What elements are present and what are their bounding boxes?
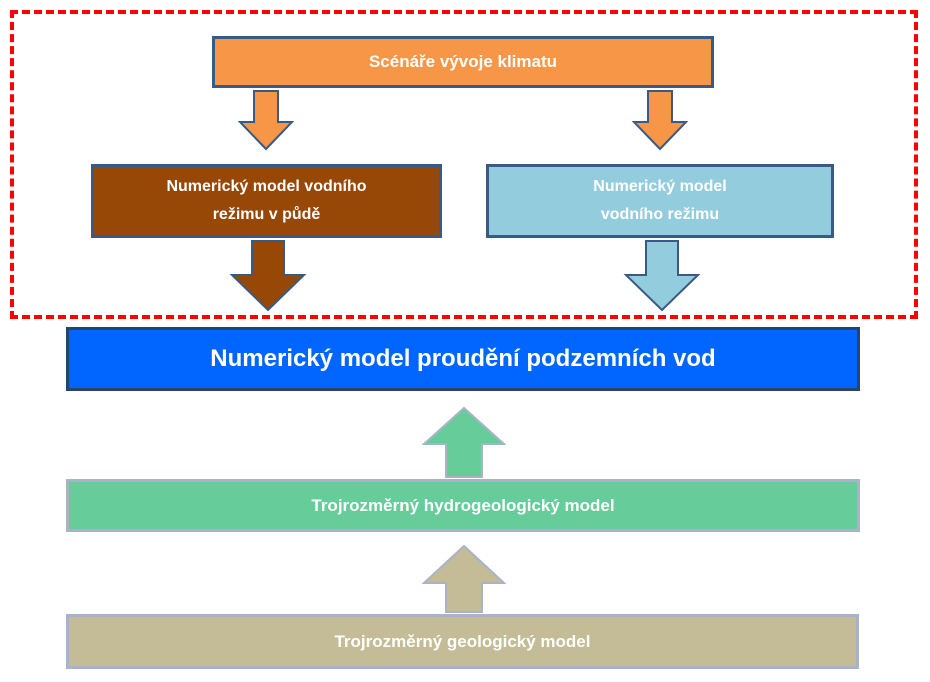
arrow-down-soil-to-groundwater-icon	[229, 240, 307, 312]
climate-scenarios-box: Scénáře vývoje klimatu	[212, 36, 714, 88]
climate-scenarios-label: Scénáře vývoje klimatu	[368, 52, 558, 71]
arrow-down-water-to-groundwater-icon	[623, 240, 701, 312]
hydrogeological-model-label: Trojrozměrný hydrogeologický model	[311, 495, 615, 515]
arrow-up-hydrogeological-to-groundwater-icon	[421, 406, 507, 478]
arrow-up-geological-to-hydrogeological-icon	[421, 544, 507, 613]
groundwater-flow-model-box: Numerický model proudění podzemních vod	[66, 327, 860, 391]
scenario-group-frame	[10, 10, 918, 319]
soil-water-model-label-line2: režimu v půdě	[212, 206, 321, 223]
water-regime-model-label-line1: Numerický model	[593, 178, 727, 195]
groundwater-flow-model-label: Numerický model proudění podzemních vod	[210, 345, 716, 372]
geological-model-box: Trojrozměrný geologický model	[66, 614, 859, 669]
water-regime-model-label-line2: vodního režimu	[600, 206, 720, 223]
arrow-down-climate-to-water-icon	[631, 90, 689, 151]
water-regime-model-box: Numerický model vodního režimu	[486, 164, 834, 238]
soil-water-model-label-line1: Numerický model vodního	[166, 178, 367, 195]
geological-model-label: Trojrozměrný geologický model	[334, 631, 591, 651]
hydrogeological-model-box: Trojrozměrný hydrogeologický model	[66, 479, 860, 532]
arrow-down-climate-to-soil-icon	[237, 90, 295, 151]
soil-water-model-box: Numerický model vodního režimu v půdě	[91, 164, 442, 238]
